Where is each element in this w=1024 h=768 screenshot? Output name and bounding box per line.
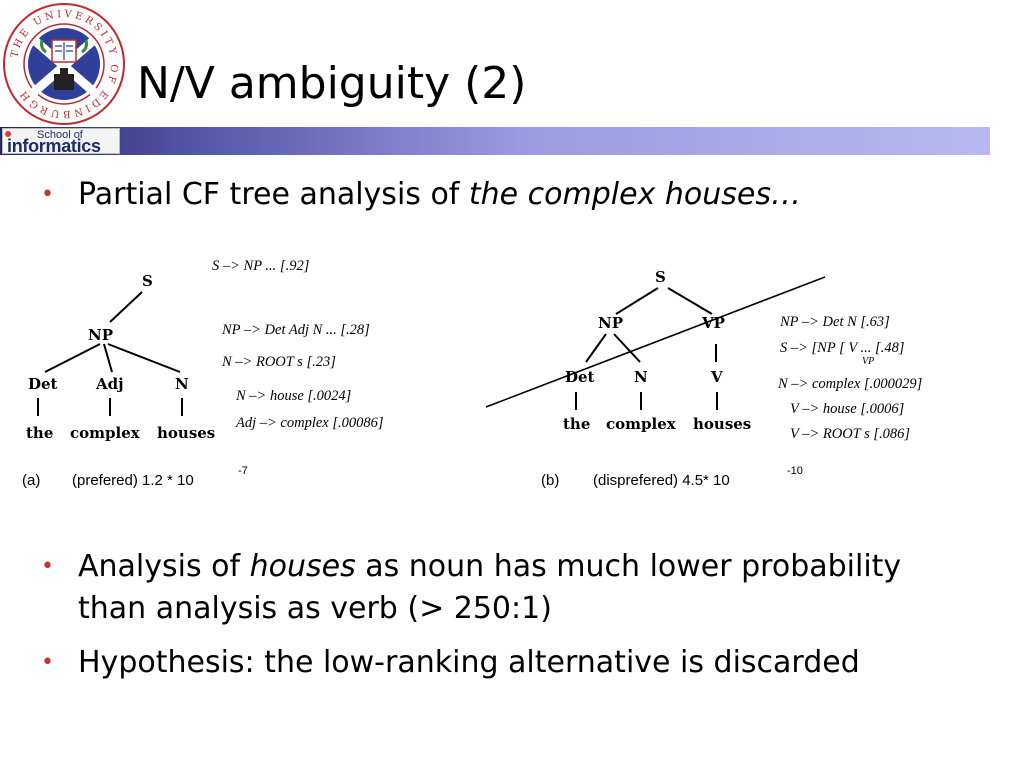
tree-a-rule-2: NP –> Det Adj N ... [.28] [221,322,370,338]
logo-school-of: School of [37,129,83,141]
bullet-text-rest: as noun has much lower probability than … [78,549,902,626]
tree-a-rule-1: S –> NP ... [.92] [212,258,309,274]
tree-a-rule-3: N –> ROOT s [.23] [221,354,336,370]
tree-b: S NP VP Det N V the complex houses NP –>… [485,268,922,489]
tree-b-node-np: NP [598,314,623,332]
tree-a-edge [103,343,113,373]
bullet-noun-analysis: • Analysis of houses as noun has much lo… [41,546,978,630]
tree-a-node-np: NP [88,326,113,344]
tree-b-edge [585,333,607,363]
tree-b-rule-subscript: VP [862,356,874,367]
tree-a-node-s: S [142,272,153,290]
tree-b-word-houses: houses [693,415,751,433]
bullet-hypothesis: • Hypothesis: the low-ranking alternativ… [41,642,978,684]
tree-b-edge [615,287,659,315]
bullet-tree-analysis: • Partial CF tree analysis of the comple… [41,174,801,216]
tree-b-caption: (disprefered) 4.5* 10 [593,472,730,489]
tree-a-caption-label: (a) [22,472,40,489]
tree-a-caption-exponent: -7 [238,465,248,477]
tree-a-word-the: the [26,424,53,442]
tree-b-node-n: N [634,368,648,386]
university-seal-logo: THE UNIVERSITY OF EDINBURGH [3,3,125,125]
tree-b-rule-3: N –> complex [.000029] [777,376,922,392]
tree-b-strike-line [485,276,826,408]
tree-b-rule-4: V –> house [.0006] [790,401,904,417]
bullet-dot: • [41,650,54,675]
bullet-dot: • [41,554,54,579]
parse-tree-figure: S NP Det Adj N the complex houses S –> N… [22,258,922,489]
tree-b-caption-exponent: -10 [787,465,803,477]
bullet-dot: • [41,182,54,207]
tree-b-caption-label: (b) [541,472,559,489]
bullet-italic-word: houses [249,549,356,584]
tree-b-edge [667,287,713,315]
logo-informatics: informatics [7,136,101,156]
tree-a-node-det: Det [28,375,58,393]
bullet-text: Analysis of [78,549,250,584]
tree-b-word-the: the [563,415,590,433]
tree-b-node-det: Det [565,368,595,386]
tree-b-node-v: V [710,368,723,386]
tree-a-word-houses: houses [157,424,215,442]
bullet-text: Hypothesis: the low-ranking alternative … [78,645,860,680]
header-bar [0,127,990,155]
bullet-text: Partial CF tree analysis of [78,177,469,212]
tree-a-caption: (prefered) 1.2 * 10 [72,472,194,489]
tree-a-node-n: N [175,375,189,393]
tree-a-edge [107,343,181,373]
tree-b-rule-2: S –> [NP [ V ... [.48] [780,340,904,356]
bullet-italic-phrase: the complex houses… [468,177,801,212]
tree-a: S NP Det Adj N the complex houses S –> N… [22,258,384,489]
tree-a-node-adj: Adj [95,375,124,393]
tree-a-edge [109,291,143,323]
tree-b-node-s: S [655,268,666,286]
tree-a-rule-4: N –> house [.0024] [235,388,351,404]
tree-a-word-complex: complex [70,424,141,442]
page-title: N/V ambiguity (2) [137,58,527,109]
tree-b-rule-1: NP –> Det N [.63] [779,314,890,330]
tree-b-word-complex: complex [606,415,677,433]
tree-b-edge [613,333,641,363]
tree-a-rule-5: Adj –> complex [.00086] [235,415,384,431]
tree-b-rule-5: V –> ROOT s [.086] [790,426,910,442]
tree-a-edge [44,343,101,373]
informatics-logo: School of informatics [2,128,120,156]
logo-dot [5,131,11,137]
